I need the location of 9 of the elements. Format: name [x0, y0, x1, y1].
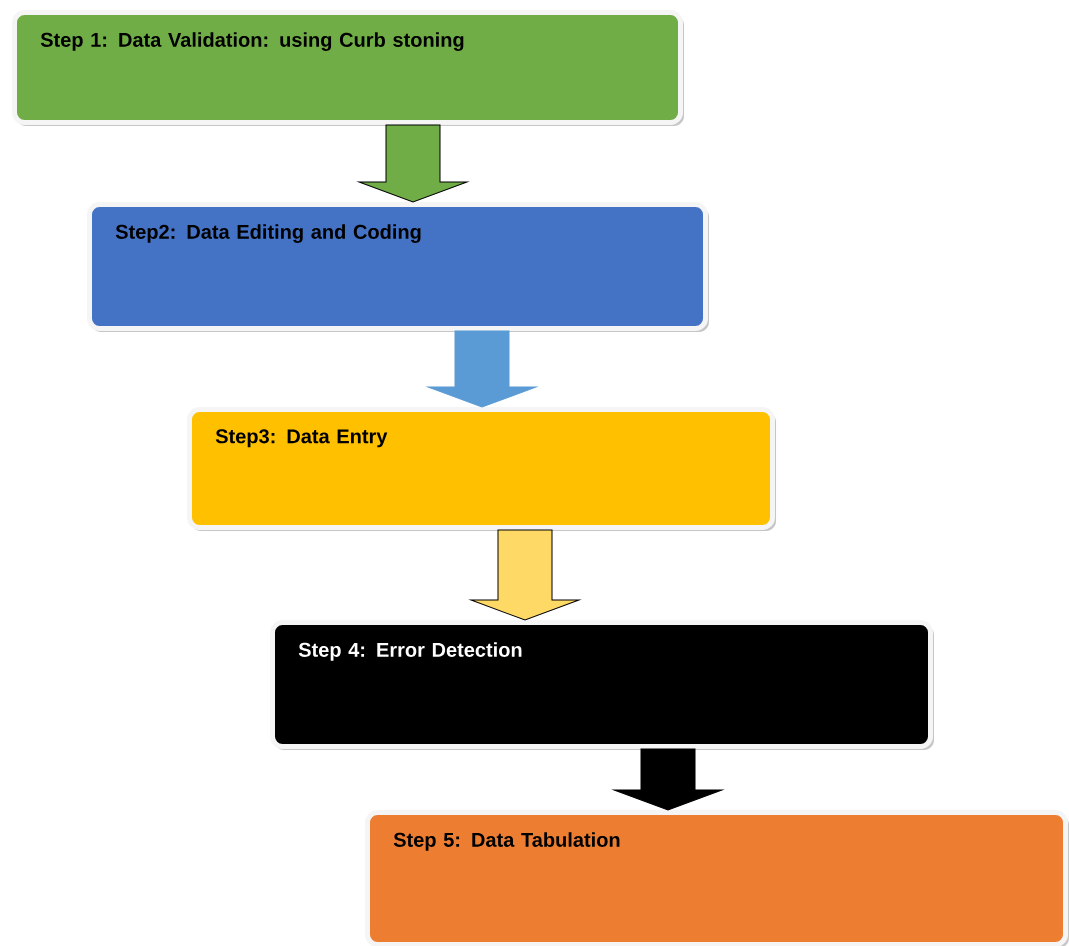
process-box: Step3: Data Entry [187, 407, 776, 531]
block-arrow [358, 124, 468, 203]
process-box: Step 5: Data Tabulation [365, 810, 1069, 946]
process-box: Step 4: Error Detection [270, 620, 934, 750]
block-arrow [613, 748, 723, 811]
process-box: Step 1: Data Validation: using Curb stoning [12, 10, 684, 126]
process-box: Step2: Data Editing and Coding [87, 202, 709, 332]
block-arrow [427, 330, 537, 408]
block-arrow [470, 529, 580, 621]
